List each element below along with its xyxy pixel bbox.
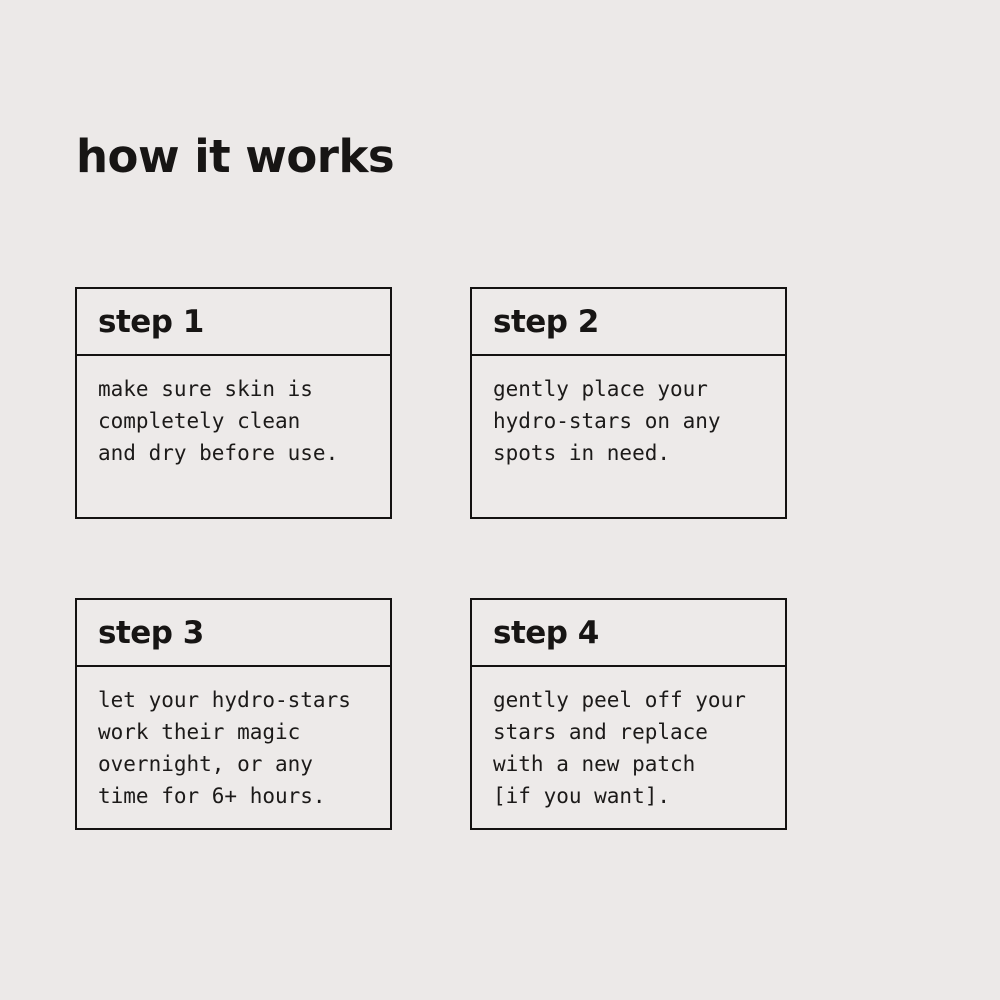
step-card-4-body: gently peel off your stars and replace w… [472,667,785,828]
step-4-description: gently peel off your stars and replace w… [493,688,746,808]
page-title: how it works [76,130,395,184]
step-card-1-header: step 1 [77,289,390,356]
step-1-description: make sure skin is completely clean and d… [98,377,339,465]
step-1-label: step 1 [98,303,204,340]
step-card-1: step 1 make sure skin is completely clea… [75,287,392,519]
step-card-2: step 2 gently place your hydro-stars on … [470,287,787,519]
step-card-3-header: step 3 [77,600,390,667]
step-card-3: step 3 let your hydro-stars work their m… [75,598,392,830]
step-2-label: step 2 [493,303,599,340]
step-card-2-header: step 2 [472,289,785,356]
step-3-description: let your hydro-stars work their magic ov… [98,688,351,808]
step-card-3-body: let your hydro-stars work their magic ov… [77,667,390,828]
step-4-label: step 4 [493,614,599,651]
step-2-description: gently place your hydro-stars on any spo… [493,377,721,465]
steps-grid: step 1 make sure skin is completely clea… [75,287,787,830]
step-card-1-body: make sure skin is completely clean and d… [77,356,390,517]
step-card-4: step 4 gently peel off your stars and re… [470,598,787,830]
step-3-label: step 3 [98,614,204,651]
step-card-4-header: step 4 [472,600,785,667]
step-card-2-body: gently place your hydro-stars on any spo… [472,356,785,517]
